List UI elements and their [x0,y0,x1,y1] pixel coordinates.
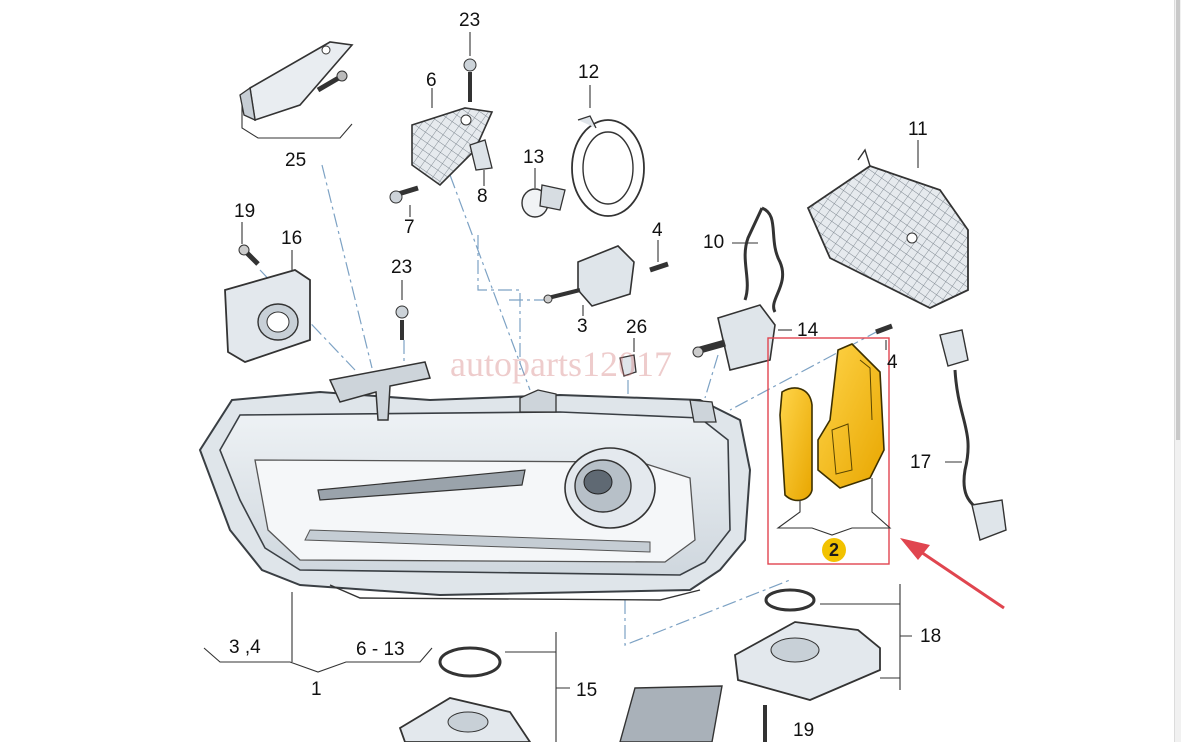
screw-4-right [875,323,893,335]
label-6: 6 [426,70,437,91]
label-15: 15 [576,680,598,701]
label-26: 26 [626,317,648,338]
cover-11 [806,148,969,310]
label-19-left: 19 [234,201,256,222]
module-15 [398,646,532,743]
label-1: 1 [311,679,322,700]
headlamp-assembly [198,361,752,601]
label-11: 11 [908,119,928,140]
harness-17 [939,329,1007,541]
cover-sheet [619,685,723,743]
label-18: 18 [920,626,942,647]
highlight-arrow [900,538,1005,610]
bulb-14 [692,304,776,371]
label-7: 7 [404,217,415,238]
clip-26 [619,354,637,377]
module-16 [224,244,311,363]
scrollbar-thumb[interactable] [1176,0,1180,440]
spring-clip-10 [743,206,785,313]
label-10: 10 [703,232,725,253]
label-4-right: 4 [887,352,898,373]
label-25: 25 [285,150,307,171]
label-6-13: 6 - 13 [356,639,405,660]
label-8: 8 [477,186,488,207]
label-19-bottom: 19 [793,720,815,741]
module-18 [734,588,881,742]
label-4-top: 4 [652,220,663,241]
label-23-top: 23 [459,10,481,31]
label-14: 14 [797,320,819,341]
screw-23-mid [395,305,409,340]
highlight-box [767,337,890,565]
bracket-6 [389,107,494,204]
screw-23-top [463,58,477,102]
callout-lines [203,32,962,742]
label-3: 3 [577,316,588,337]
motor-3 [543,245,669,307]
leader-lines [259,164,881,646]
label-17: 17 [910,452,932,473]
bulb-13 [521,184,566,218]
label-23-mid: 23 [391,257,413,278]
label-13: 13 [523,147,545,168]
bracket-25 [239,41,354,122]
ring-12 [571,115,645,217]
watermark-text: autoparts12017 [450,344,672,384]
label-16: 16 [281,228,303,249]
label-12: 12 [578,62,600,83]
part-2-highlighted [779,343,885,502]
vertical-scrollbar[interactable] [1174,0,1181,742]
label-2-highlighted: 2 [822,538,846,562]
label-3-4: 3 ,4 [229,637,261,658]
